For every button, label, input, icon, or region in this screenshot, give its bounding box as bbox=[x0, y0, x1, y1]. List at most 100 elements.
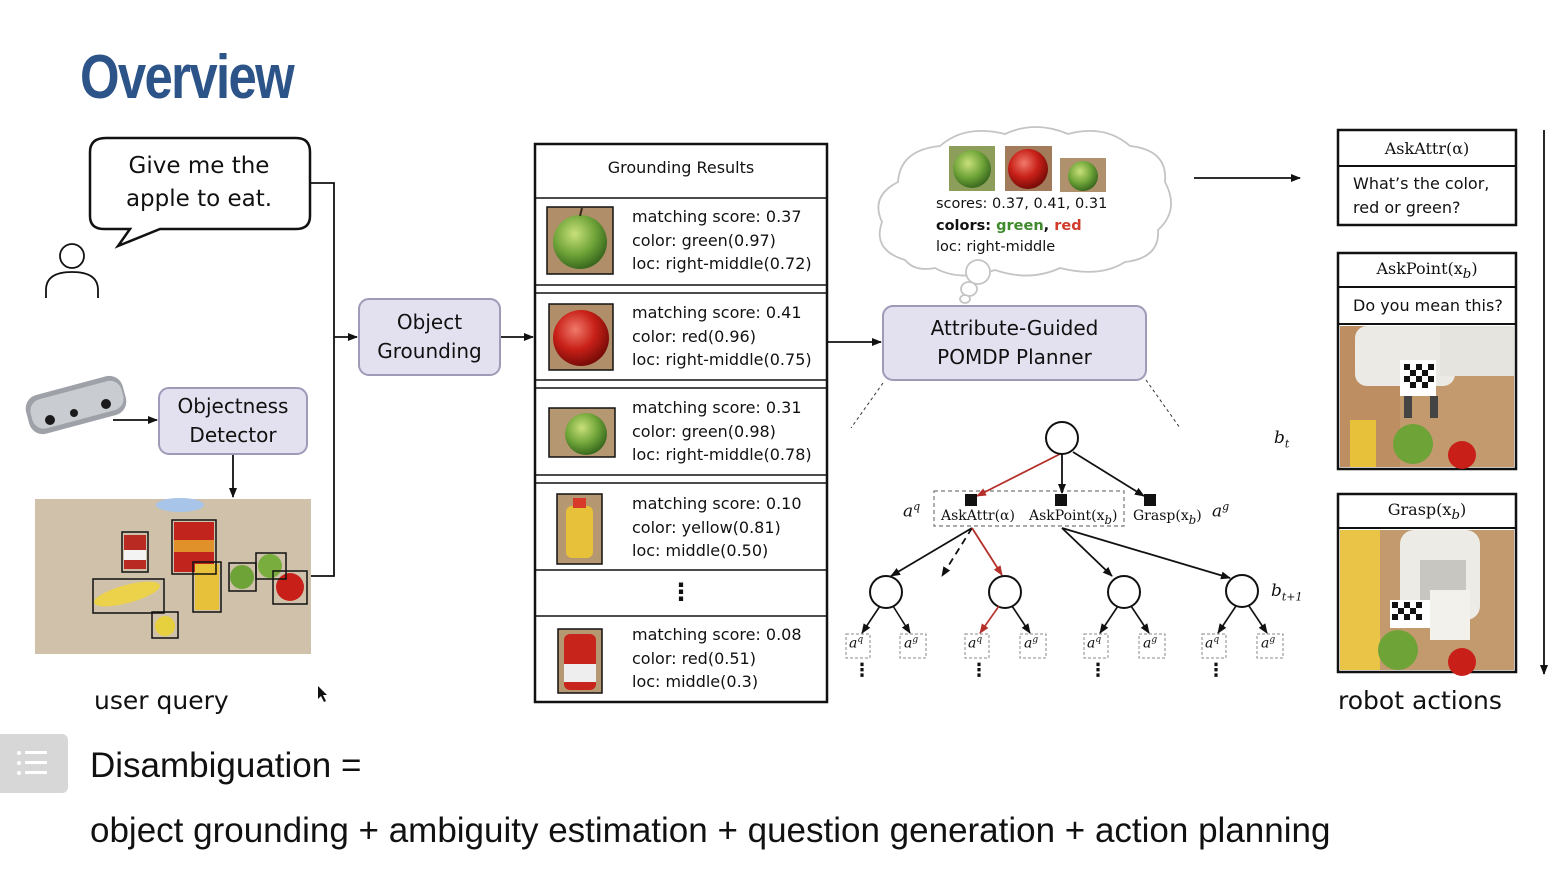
thumb-green-apple-2 bbox=[548, 407, 616, 458]
root-node bbox=[1045, 421, 1079, 455]
grasp-photo bbox=[1340, 530, 1514, 676]
askpoint-title-sub: b bbox=[1462, 267, 1472, 283]
speech-bubble bbox=[88, 136, 312, 249]
leaf-2-sup: g bbox=[912, 635, 919, 645]
camera-icon bbox=[25, 375, 127, 435]
cloud-color-red: red bbox=[1054, 217, 1082, 234]
tree-dots-1: ⋮ bbox=[853, 660, 871, 681]
leaf-1-sup: q bbox=[857, 635, 864, 645]
row-2-color: color: red(0.96) bbox=[632, 326, 756, 346]
tree-bt-label: bt bbox=[1274, 428, 1289, 450]
tree-dots-2: ⋮ bbox=[970, 660, 988, 681]
planner-line-1: Attribute-Guided bbox=[930, 316, 1099, 340]
thought-cloud-text: scores: 0.37, 0.41, 0.31 colors: green, … bbox=[936, 194, 1107, 259]
leaf-4: ag bbox=[1024, 635, 1038, 652]
bottom-line-1: Disambiguation = bbox=[90, 746, 362, 785]
object-grounding-line-1: Object bbox=[396, 310, 463, 334]
askpoint-title-close: ) bbox=[1471, 259, 1478, 278]
speech-line-1: Give me the bbox=[128, 153, 270, 179]
row-2-loc: loc: right-middle(0.75) bbox=[632, 350, 812, 369]
tree-bt1-b: b bbox=[1271, 581, 1282, 601]
grasp-panel bbox=[1336, 492, 1518, 674]
cloud-colors: colors: green, red bbox=[936, 216, 1107, 238]
leaf-8-sup: g bbox=[1269, 635, 1276, 645]
row-4-score: matching score: 0.10 bbox=[632, 494, 802, 513]
object-grounding-box bbox=[358, 298, 501, 376]
tree-grasp-text: Grasp(x bbox=[1133, 508, 1189, 524]
grounding-row-1: matching score: 0.37 color: green(0.97) … bbox=[632, 205, 812, 276]
cloud-comma: , bbox=[1043, 217, 1055, 234]
grounding-row-4: matching score: 0.10 color: yellow(0.81)… bbox=[632, 492, 802, 563]
cloud-color-green: green bbox=[996, 217, 1044, 234]
leaf-7-a: a bbox=[1205, 635, 1214, 652]
leaf-1: aq bbox=[849, 635, 863, 652]
grounding-results-table bbox=[533, 142, 829, 704]
row-3-score: matching score: 0.31 bbox=[632, 398, 802, 417]
tree-askpoint-text: AskPoint(x bbox=[1029, 508, 1105, 524]
tree-dots-3: ⋮ bbox=[1089, 660, 1107, 681]
askpoint-photo bbox=[1340, 326, 1514, 469]
user-query-caption: user query bbox=[94, 686, 229, 715]
leaf-2: ag bbox=[904, 635, 918, 652]
tree-aq-sup: q bbox=[913, 500, 921, 513]
tree-askpoint-sub: b bbox=[1104, 512, 1113, 527]
cloud-loc: loc: right-middle bbox=[936, 239, 1056, 255]
tree-ag-label: ag bbox=[1212, 500, 1229, 522]
thumb-soup-can bbox=[557, 628, 603, 694]
grasp-title: Grasp(xb) bbox=[1338, 500, 1516, 523]
row-3-color: color: green(0.98) bbox=[632, 421, 776, 441]
grounding-ellipsis: ⋮ bbox=[669, 578, 693, 606]
grounding-results-header: Grounding Results bbox=[607, 158, 755, 177]
askpoint-title-text: AskPoint(x bbox=[1376, 259, 1463, 278]
leaf-4-sup: g bbox=[1032, 635, 1039, 645]
tree-bt-b: b bbox=[1274, 428, 1285, 448]
list-icon bbox=[17, 751, 47, 775]
tree-askpoint-label: AskPoint(xb) bbox=[1029, 508, 1117, 527]
leaf-3-sup: q bbox=[976, 635, 983, 645]
grounding-row-3: matching score: 0.31 color: green(0.98) … bbox=[632, 396, 812, 467]
leaf-7-sup: q bbox=[1213, 635, 1220, 645]
askattr-title: AskAttr(α) bbox=[1384, 139, 1470, 158]
grasp-title-close: ) bbox=[1459, 500, 1467, 519]
robot-actions-caption: robot actions bbox=[1338, 686, 1502, 715]
tree-ag-sup: g bbox=[1222, 500, 1230, 513]
leaf-6: ag bbox=[1143, 635, 1157, 652]
leaf-8: ag bbox=[1261, 635, 1275, 652]
planner-box bbox=[882, 305, 1147, 381]
askattr-question: What’s the color, red or green? bbox=[1353, 172, 1489, 220]
slide-menu-button[interactable] bbox=[0, 734, 68, 793]
grasp-title-sub: b bbox=[1451, 508, 1460, 524]
tree-bt1-label: bt+1 bbox=[1271, 581, 1303, 603]
tree-grasp-close: ) bbox=[1196, 508, 1202, 524]
row-5-score: matching score: 0.08 bbox=[632, 625, 802, 644]
speech-bubble-text: Give me the apple to eat. bbox=[96, 146, 302, 220]
row-2-score: matching score: 0.41 bbox=[632, 303, 802, 322]
askattr-q1: What’s the color, bbox=[1353, 174, 1490, 193]
grounding-row-2: matching score: 0.41 color: red(0.96) lo… bbox=[632, 301, 812, 372]
thumb-mustard bbox=[556, 493, 603, 565]
row-1-loc: loc: right-middle(0.72) bbox=[632, 254, 812, 273]
askattr-q2: red or green? bbox=[1353, 198, 1461, 217]
tree-aq-label: aq bbox=[903, 500, 920, 522]
tree-bt1-sub: t+1 bbox=[1281, 590, 1303, 604]
speech-line-2: apple to eat. bbox=[125, 186, 273, 212]
object-grounding-line-2: Grounding bbox=[377, 339, 482, 363]
object-grounding-label: Object Grounding bbox=[359, 299, 500, 375]
cloud-colors-label: colors: bbox=[936, 217, 997, 234]
row-4-loc: loc: middle(0.50) bbox=[632, 541, 769, 560]
row-1-score: matching score: 0.37 bbox=[632, 207, 802, 226]
leaf-5-a: a bbox=[1087, 635, 1096, 652]
tree-grasp-label: Grasp(xb) bbox=[1133, 508, 1202, 527]
leaf-7: aq bbox=[1205, 635, 1219, 652]
detector-line-2: Detector bbox=[189, 423, 277, 447]
thumb-green-apple-1 bbox=[546, 206, 614, 275]
tree-dots-4: ⋮ bbox=[1207, 660, 1225, 681]
thumb-red-apple bbox=[548, 303, 614, 371]
grasp-title-text: Grasp(x bbox=[1387, 500, 1452, 519]
slide-title: Overview bbox=[80, 43, 295, 112]
leaf-4-a: a bbox=[1024, 635, 1033, 652]
search-tree bbox=[845, 421, 1284, 659]
grounding-row-5: matching score: 0.08 color: red(0.51) lo… bbox=[632, 623, 802, 694]
leaf-3-a: a bbox=[968, 635, 977, 652]
objectness-detector-box bbox=[158, 387, 308, 455]
